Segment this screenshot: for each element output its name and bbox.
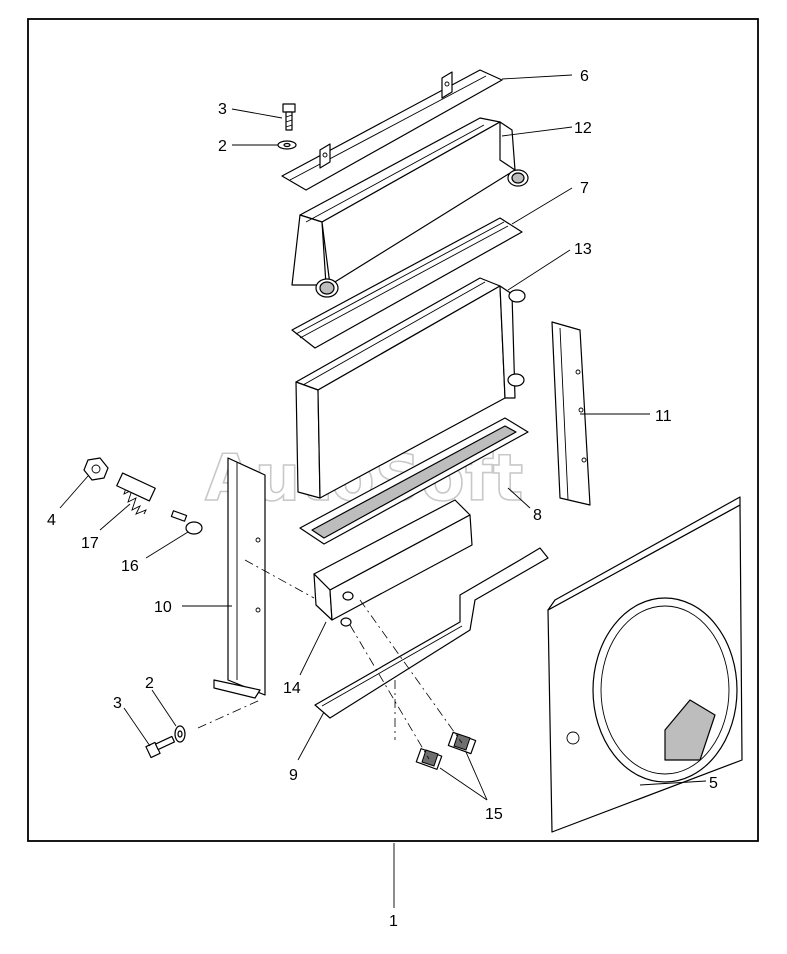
- callout-4: 4: [47, 512, 56, 529]
- callout-12: 12: [574, 120, 592, 137]
- callout-14: 14: [283, 680, 301, 697]
- callout-15: 15: [485, 806, 503, 823]
- part-2-washer-bottom: [174, 725, 186, 743]
- part-3-bolt-top: [282, 103, 296, 131]
- callout-6: 6: [580, 68, 589, 85]
- diagram-frame: [27, 18, 759, 842]
- callout-17: 17: [81, 535, 99, 552]
- part-7-seal-strip: [291, 217, 523, 349]
- callout-2-bottom: 2: [145, 675, 154, 692]
- part-11-right-side-panel: [551, 321, 591, 506]
- part-9-mounting-bracket: [314, 547, 549, 719]
- callout-8: 8: [533, 507, 542, 524]
- part-4-plug: [83, 457, 109, 481]
- callout-7: 7: [580, 180, 589, 197]
- part-6-top-bracket: [281, 69, 503, 191]
- callout-2-top: 2: [218, 138, 227, 155]
- callout-9: 9: [289, 767, 298, 784]
- callout-5: 5: [709, 775, 718, 792]
- part-8-lower-frame: [299, 417, 529, 545]
- part-3-bolt-bottom: [145, 735, 176, 759]
- callout-3-bottom: 3: [113, 695, 122, 712]
- part-13-radiator: [295, 277, 526, 499]
- part-10-left-side-panel: [213, 457, 266, 699]
- part-2-washer-top: [277, 140, 297, 150]
- part-15-fittings: [415, 731, 477, 770]
- callout-11: 11: [655, 408, 672, 425]
- part-5-fan-shroud: [547, 496, 743, 833]
- part-16-valve: [170, 510, 203, 535]
- part-14-oil-cooler: [313, 499, 473, 627]
- callout-1: 1: [389, 913, 398, 930]
- part-12-charge-air-cooler: [291, 117, 529, 298]
- callout-3-top: 3: [218, 101, 227, 118]
- callout-16: 16: [121, 558, 139, 575]
- callout-10: 10: [154, 599, 172, 616]
- part-17-spring: [116, 472, 156, 515]
- callout-13: 13: [574, 241, 592, 258]
